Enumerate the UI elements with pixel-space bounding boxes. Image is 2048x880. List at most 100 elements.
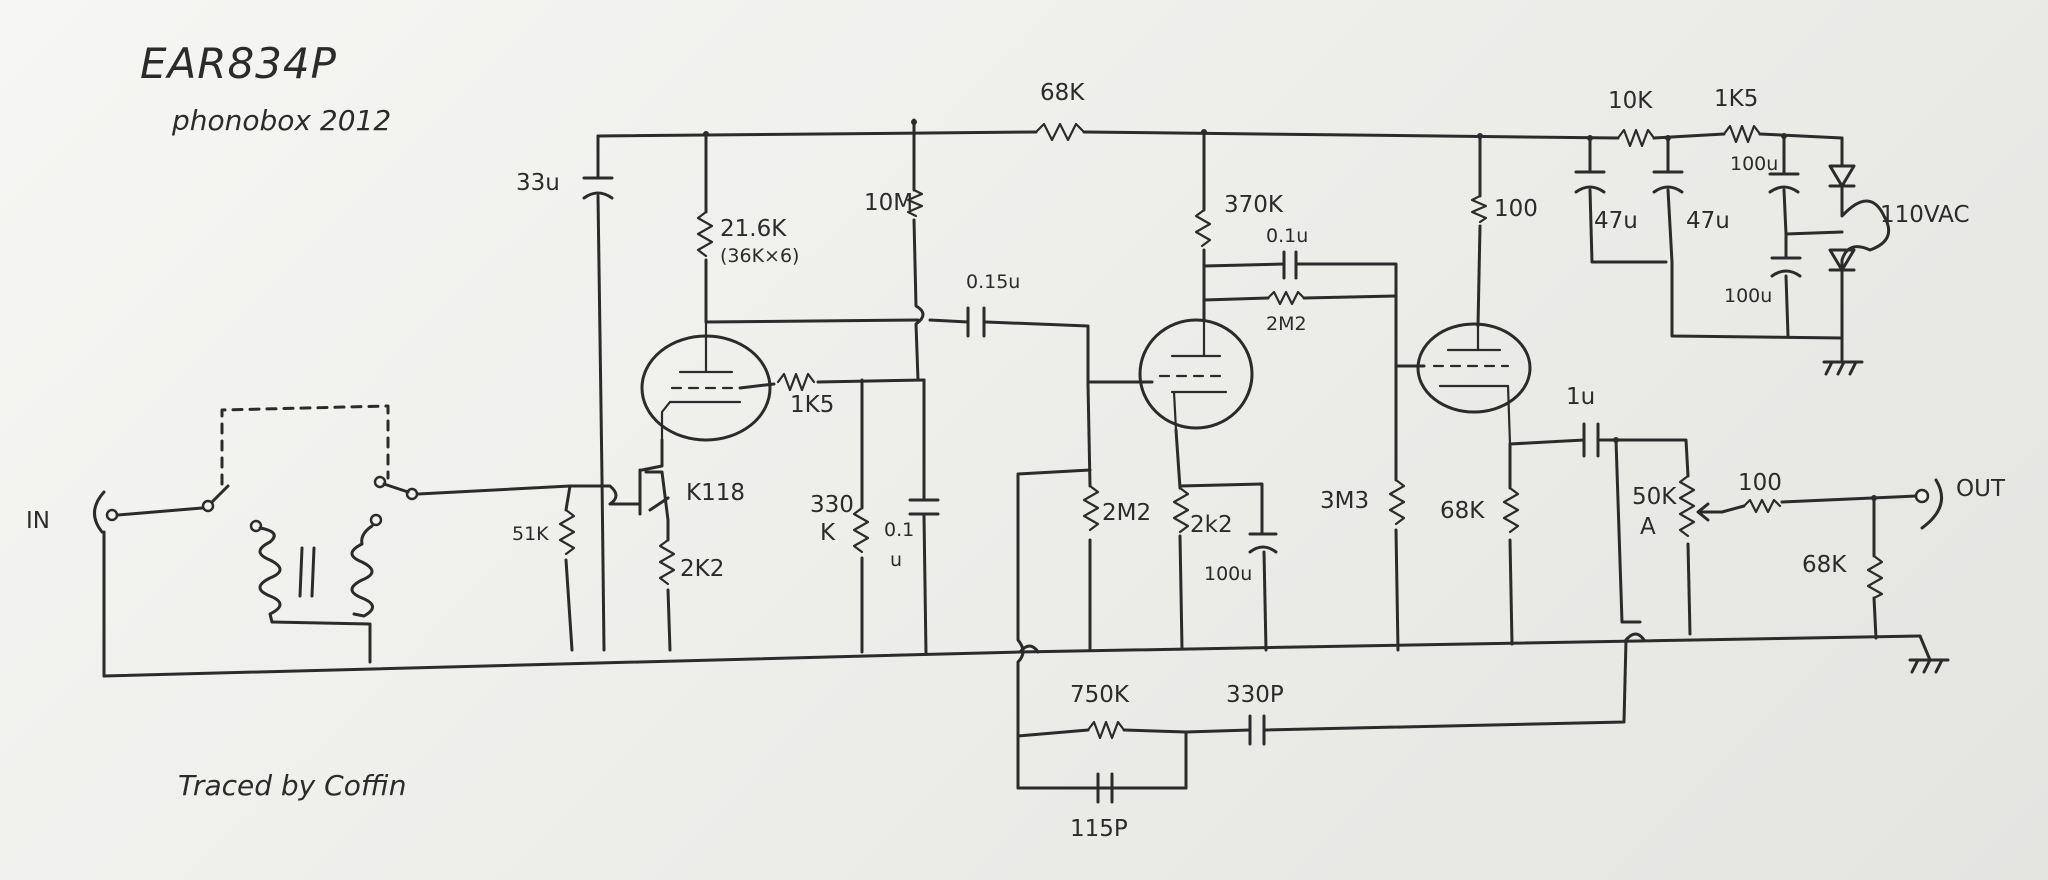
ht-rail-4 bbox=[1758, 132, 1844, 140]
c-psu-47u-a bbox=[1574, 170, 1606, 194]
r-plate-feedback-label: 68K bbox=[1040, 80, 1085, 106]
c-decouple-33u-label: 33u bbox=[516, 170, 560, 196]
ground-symbol-output bbox=[1908, 634, 1950, 674]
c-psu-100u-bottom-label: 100u bbox=[1724, 285, 1772, 307]
riaa-left-wire bbox=[1016, 468, 1188, 790]
r-cathode-v2-body bbox=[1172, 486, 1190, 534]
r-input-wire bbox=[564, 484, 574, 652]
input-switch-left bbox=[201, 484, 230, 513]
c-out-1u-label: 1u bbox=[1566, 384, 1595, 410]
c-psu-47u-a-wire bbox=[1588, 136, 1668, 264]
fb-network-wire bbox=[1202, 262, 1398, 386]
output-label: OUT bbox=[1956, 476, 2006, 502]
cathode-v2-wire bbox=[1174, 428, 1268, 652]
ht-rail-2 bbox=[1082, 130, 1620, 140]
switch-out-wire bbox=[416, 484, 572, 496]
ground-rail-right bbox=[1018, 634, 1922, 654]
r-psu-1-label: 10K bbox=[1608, 88, 1653, 114]
c-01u-fb-label: 0.1u bbox=[1266, 225, 1308, 247]
r-3m3-body bbox=[1388, 478, 1406, 526]
c-decouple-33u bbox=[582, 176, 614, 200]
schematic-subtitle: phonobox 2012 bbox=[171, 104, 391, 137]
ground-rail-left bbox=[102, 650, 1022, 678]
mains-label: 110VAC bbox=[1880, 202, 1970, 228]
r-grid-stop-label: 1K5 bbox=[790, 392, 834, 418]
r-out-68k-body bbox=[1866, 554, 1884, 600]
input-switch-right bbox=[369, 475, 419, 527]
tube-v3-anode bbox=[1446, 324, 1502, 352]
r-source-wire bbox=[666, 518, 672, 652]
tube-v2-cathode bbox=[1170, 390, 1228, 432]
tube-v3-cathode bbox=[1438, 384, 1512, 446]
r-plate-v2-label: 370K bbox=[1224, 192, 1284, 218]
r-riaa-750k-body bbox=[1086, 720, 1126, 740]
r-3m3-wire bbox=[1394, 382, 1400, 652]
c-01u-label-a: 0.1 bbox=[884, 519, 914, 541]
r-out-100-label: 100 bbox=[1738, 470, 1782, 496]
r-100-v3-wire bbox=[1476, 134, 1482, 328]
r-grid-v2-label: 2M2 bbox=[1102, 500, 1151, 526]
c-psu-100u-bottom bbox=[1770, 256, 1802, 278]
c-out-1u bbox=[1582, 422, 1600, 458]
r-100-v3-label: 100 bbox=[1494, 196, 1538, 222]
r-68k-cathode-label: 68K bbox=[1440, 498, 1485, 524]
pot-50k-body bbox=[1678, 474, 1696, 538]
r-plate-v1-label: 21.6K bbox=[720, 216, 787, 242]
r-psu-2-label: 1K5 bbox=[1714, 86, 1758, 112]
tube-v1-grid-out bbox=[738, 382, 776, 390]
stepup-transformer bbox=[249, 519, 374, 664]
c-01u-label-b: u bbox=[890, 549, 902, 571]
output-jack bbox=[1920, 478, 1944, 530]
tube-v3 bbox=[1416, 322, 1532, 414]
r-cathode-v2-label: 2k2 bbox=[1190, 512, 1233, 538]
tube-v2 bbox=[1138, 318, 1254, 430]
input-terminal bbox=[105, 508, 119, 522]
r-3m3-label: 3M3 bbox=[1320, 488, 1369, 514]
credit-text: Traced by Coffin bbox=[178, 769, 407, 802]
r-grid-v2-body bbox=[1082, 484, 1100, 532]
c-cathode-v2-label: 100u bbox=[1204, 563, 1252, 585]
r-68k-cathode-body bbox=[1502, 486, 1520, 534]
r-psu-2-body bbox=[1722, 124, 1762, 144]
c-psu-100u-top bbox=[1768, 172, 1800, 194]
c-riaa-330p bbox=[1248, 714, 1266, 746]
c-01u-fb bbox=[1282, 250, 1298, 280]
output-terminal bbox=[1914, 488, 1930, 504]
r-330k-body bbox=[852, 506, 870, 554]
c-out-1u-wire bbox=[1508, 438, 1692, 636]
pot-50k-wiper bbox=[1696, 502, 1724, 522]
c-psu-47u-b-wire bbox=[1666, 136, 1844, 340]
c-01u-wire bbox=[922, 378, 928, 656]
riaa-net-wire bbox=[1016, 638, 1628, 790]
ground-hop-2 bbox=[1624, 632, 1646, 642]
r-plate-v2-body bbox=[1194, 208, 1212, 248]
pot-50k-label: 50K bbox=[1632, 484, 1677, 510]
junction-dots bbox=[703, 119, 1877, 501]
r-100-v3-body bbox=[1470, 194, 1488, 224]
jfet-label: K118 bbox=[686, 480, 745, 506]
tube-v2-anode bbox=[1170, 318, 1222, 358]
r-input-body bbox=[558, 508, 576, 556]
c-01u bbox=[908, 498, 940, 516]
r-out-100-body bbox=[1742, 498, 1782, 514]
c-cathode-v2 bbox=[1248, 532, 1278, 554]
input-jack bbox=[93, 490, 106, 534]
r-10m-body bbox=[906, 188, 924, 218]
r-10m-wire bbox=[912, 118, 925, 382]
r-out-100-wire bbox=[1720, 494, 1918, 514]
c-riaa-115p bbox=[1096, 772, 1114, 804]
c-015u-label: 0.15u bbox=[966, 271, 1020, 293]
jfet-k118 bbox=[568, 438, 670, 522]
tube-v1-anode bbox=[678, 320, 734, 374]
r-plate-v1-body bbox=[696, 210, 714, 258]
rectifier-diodes bbox=[1828, 136, 1891, 362]
grid-to-node bbox=[816, 378, 926, 384]
r-fb-2m2-body bbox=[1266, 290, 1306, 306]
c-riaa-115p-label: 115P bbox=[1070, 816, 1128, 842]
ht-rail bbox=[596, 130, 1038, 138]
r-330k-label-b: K bbox=[820, 520, 836, 546]
ground-symbol-psu bbox=[1822, 360, 1864, 376]
r-out-68k-label: 68K bbox=[1802, 552, 1847, 578]
